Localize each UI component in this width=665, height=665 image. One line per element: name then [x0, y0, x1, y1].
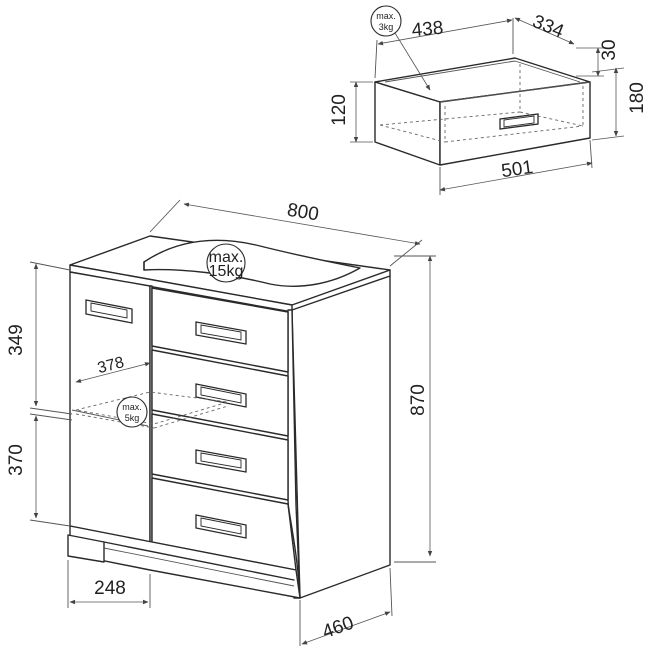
lower-compartment-dimension: 370 — [6, 413, 73, 527]
cabinet-width-dimension: 800 — [149, 199, 423, 267]
door-width-dimension: 248 — [67, 560, 151, 608]
drawer-box — [374, 57, 591, 166]
shelf-depth-dimension: 378 — [75, 354, 151, 383]
drawer-1-handle[interactable] — [195, 321, 247, 345]
drawer-load-badge-line1: max. — [376, 11, 396, 21]
drawer-depth-label: 334 — [529, 11, 567, 43]
cabinet-foot — [67, 534, 105, 563]
drawer-width-label: 438 — [411, 18, 444, 42]
cabinet-depth-label: 460 — [320, 613, 357, 644]
top-load-badge: max. 15kg — [206, 243, 246, 283]
drawer-front-width-dimension: 501 — [439, 139, 593, 195]
shelf-depth-label: 378 — [96, 354, 126, 377]
drawer-detail-handle — [499, 113, 539, 130]
drawer-detail: max. 3kg 438 334 30 180 — [329, 5, 648, 195]
drawer-inner-height-dimension: 120 — [329, 81, 373, 143]
drawer-width-dimension: 438 — [374, 18, 514, 79]
cabinet-height-label: 870 — [408, 384, 429, 416]
drawer-side-height-dimension: 30 — [576, 39, 620, 77]
shelf-load-badge-line1: max. — [122, 402, 142, 412]
cabinet-drawing: max. 15kg max. 5kg 378 800 — [6, 199, 436, 646]
top-load-badge-line2: 15kg — [209, 263, 244, 280]
drawer-load-badge-line2: 3kg — [379, 22, 394, 32]
door-handle[interactable] — [85, 299, 133, 324]
drawer-front-height-label: 180 — [627, 82, 648, 114]
cabinet-height-dimension: 870 — [394, 255, 436, 563]
drawer-3-handle[interactable] — [195, 449, 247, 473]
upper-compartment-dimension: 349 — [6, 261, 73, 415]
upper-compartment-label: 349 — [6, 324, 27, 356]
drawer-front-height-dimension: 180 — [591, 67, 648, 141]
top-load-badge-line1: max. — [209, 249, 244, 266]
drawer-side-height-label: 30 — [599, 39, 620, 60]
shelf-load-badge: max. 5kg — [116, 396, 148, 428]
lower-compartment-label: 370 — [6, 444, 27, 476]
drawer-depth-dimension: 334 — [514, 11, 575, 45]
cabinet-width-label: 800 — [286, 200, 321, 226]
drawer-inner-height-label: 120 — [329, 94, 350, 126]
cabinet-right-side — [291, 275, 391, 599]
drawer-4-handle[interactable] — [195, 514, 247, 539]
door-width-label: 248 — [94, 578, 126, 599]
shelf-load-badge-line2: 5kg — [125, 413, 140, 423]
drawer-front-width-label: 501 — [500, 157, 534, 182]
drawer-2-handle[interactable] — [195, 383, 247, 408]
